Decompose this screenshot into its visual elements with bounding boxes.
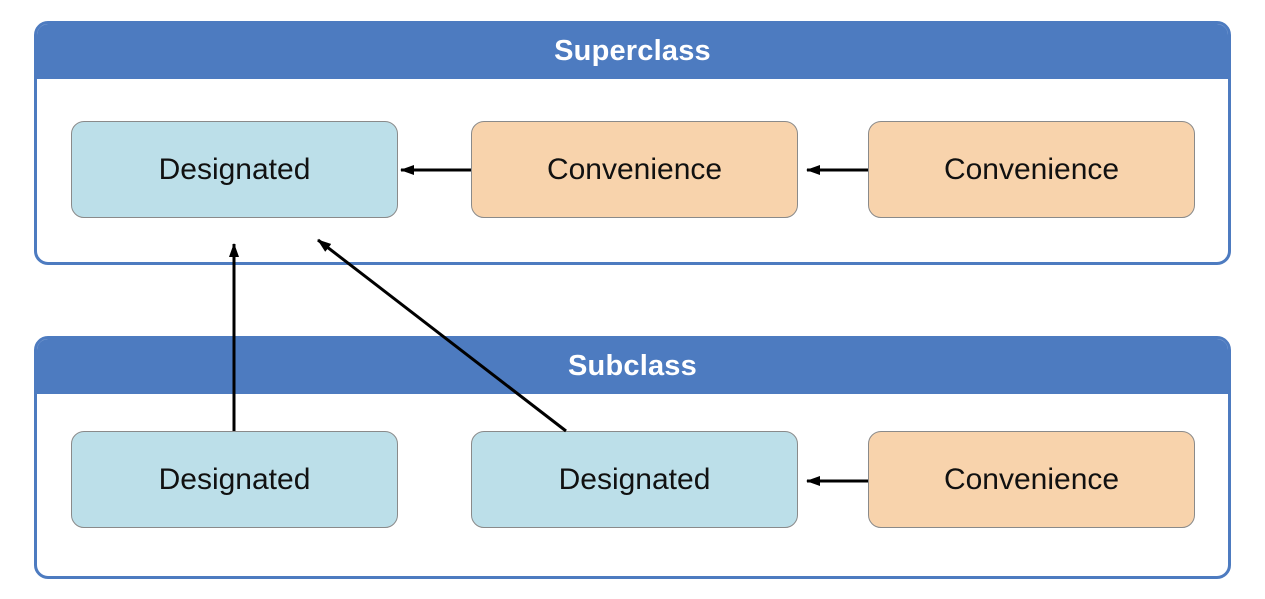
subclass-convenience-node: Convenience <box>868 431 1195 528</box>
subclass-designated-node-1: Designated <box>71 431 398 528</box>
superclass-convenience-node-1: Convenience <box>471 121 798 218</box>
subclass-designated-node-2: Designated <box>471 431 798 528</box>
subclass-title: Subclass <box>37 339 1228 394</box>
superclass-title: Superclass <box>37 24 1228 79</box>
superclass-designated-node: Designated <box>71 121 398 218</box>
superclass-convenience-node-2: Convenience <box>868 121 1195 218</box>
